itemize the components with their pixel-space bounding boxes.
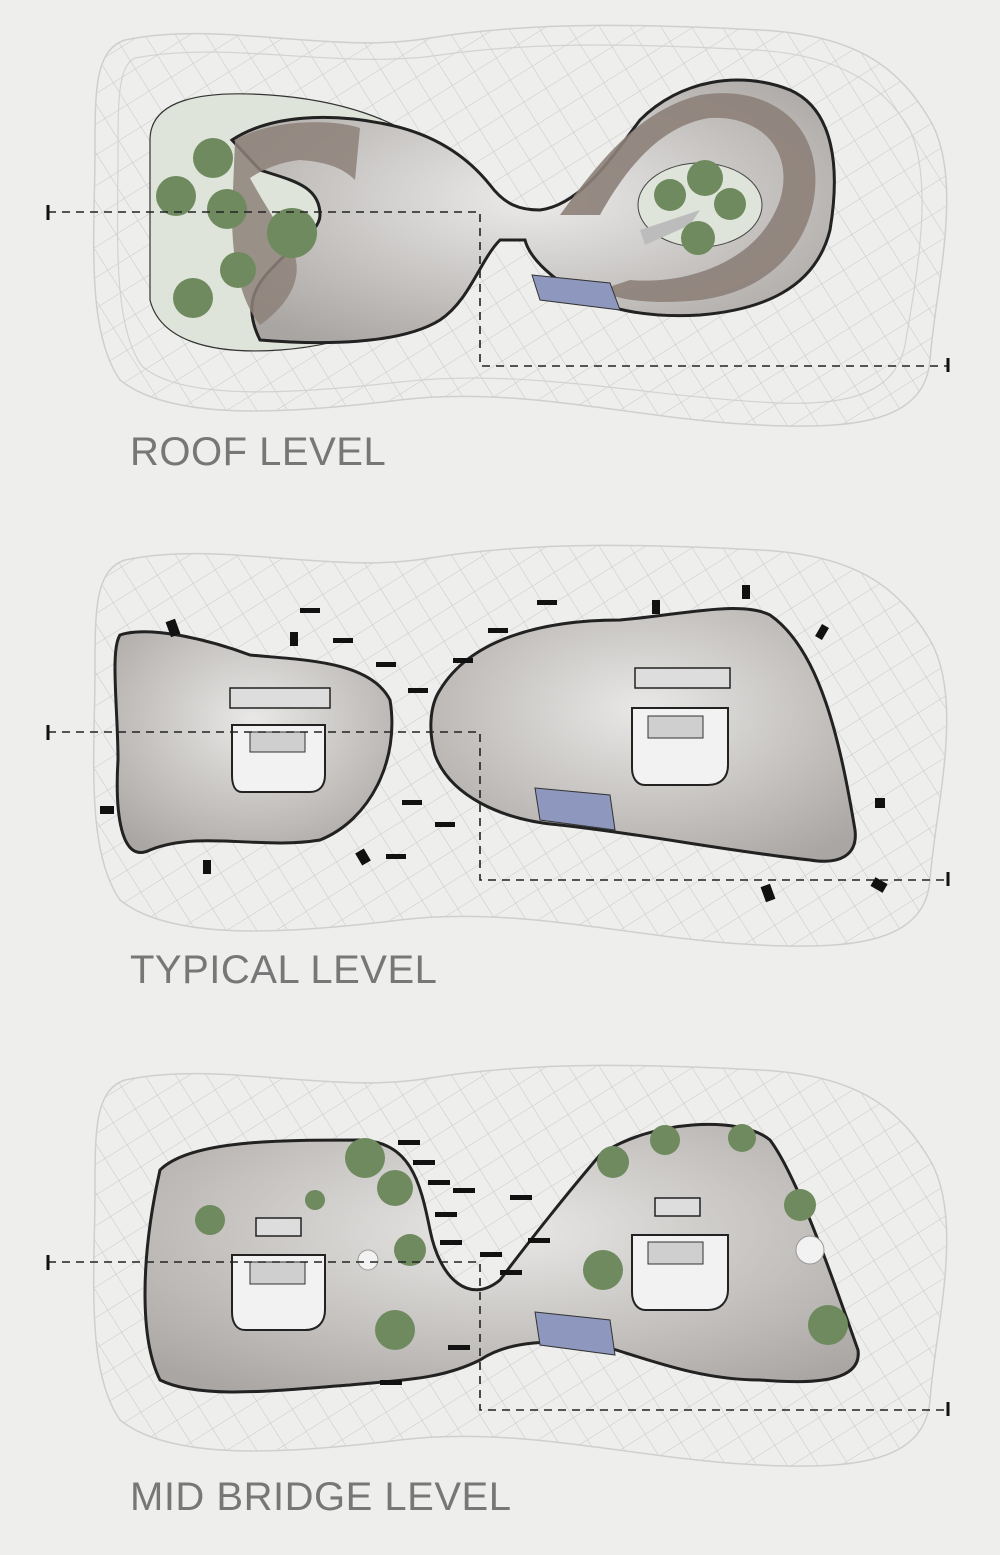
fins [100, 585, 888, 903]
east-tower-slab [429, 607, 857, 863]
typical-level-plan [46, 544, 950, 947]
typical-level-label: TYPICAL LEVEL [130, 948, 438, 992]
typical-level-panel: TYPICAL LEVEL [0, 520, 1000, 1020]
mid-bridge-level-label: MID BRIDGE LEVEL [130, 1475, 512, 1519]
roof-level-panel: ROOF LEVEL [0, 0, 1000, 500]
west-tower-slab [113, 630, 394, 854]
roof-level-plan [46, 24, 950, 427]
roof-level-label: ROOF LEVEL [130, 430, 387, 474]
section-cut-line [46, 205, 950, 372]
fins [380, 1140, 550, 1385]
mid-bridge-level-plan [46, 1064, 950, 1467]
roof-floor-slab [229, 78, 836, 345]
glazed-link [531, 274, 621, 311]
section-cut-line [46, 1255, 950, 1416]
section-cut-line [46, 725, 950, 886]
bridge-floor-slab [143, 1122, 860, 1394]
trees [195, 1124, 848, 1350]
trees [156, 138, 746, 318]
mid-bridge-level-panel: MID BRIDGE LEVEL [0, 1040, 1000, 1555]
